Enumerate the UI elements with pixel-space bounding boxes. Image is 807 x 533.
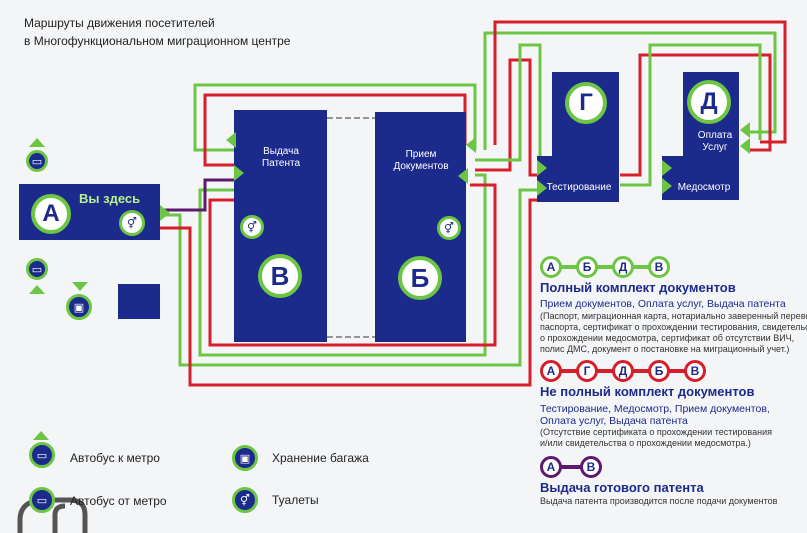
route-partial-subheading-1: Тестирование, Медосмотр, Прием документо… <box>540 403 770 415</box>
arrow-right-icon <box>662 178 672 194</box>
seq-step: А <box>540 456 562 478</box>
seq-step: В <box>580 456 602 478</box>
seq-step: А <box>540 256 562 278</box>
route-full-seq: А Б Д В <box>540 256 670 278</box>
red-route-outer <box>493 20 787 145</box>
red-route-bottom <box>160 198 540 387</box>
route-full-heading: Полный комплект документов <box>540 280 736 295</box>
green-route-d <box>620 43 762 187</box>
seq-step: Д <box>612 360 634 382</box>
arrow-left-icon <box>740 122 750 138</box>
route-ready-heading: Выдача готового патента <box>540 480 704 495</box>
green-route-top <box>193 83 477 152</box>
seq-step: Г <box>576 360 598 382</box>
letter-v-circle: Б <box>398 256 442 300</box>
letter-d-circle: Д <box>687 80 731 124</box>
route-full-subheading: Прием документов, Оплата услуг, Выдача п… <box>540 298 786 310</box>
purple-route <box>160 178 235 212</box>
bus-icon: ▭ <box>26 150 48 172</box>
route-partial-note: (Отсутствие сертификата о прохождении те… <box>540 427 772 448</box>
arrow-left-icon <box>740 138 750 154</box>
toilet-icon: ⚥ <box>119 210 145 236</box>
letter-g-circle: Г <box>565 82 607 124</box>
map-title: Маршруты движения посетителей в Многофун… <box>24 14 290 50</box>
block-d-label2: Медосмотр <box>677 182 731 193</box>
bus-icon: ▭ <box>29 487 55 513</box>
toilet-icon: ⚥ <box>437 216 461 240</box>
title-line2: в Многофункциональном миграционном центр… <box>24 34 291 48</box>
seq-step: Д <box>612 256 634 278</box>
block-d-label: Оплата Услуг <box>697 130 733 153</box>
arrow-right-icon <box>160 205 170 221</box>
railing-inner <box>52 503 66 533</box>
red-route-top <box>203 93 467 167</box>
arrow-left-icon <box>466 137 476 153</box>
block-v-label: Прием Документов <box>393 149 449 172</box>
bus-icon: ▭ <box>29 442 55 468</box>
luggage-block <box>118 284 160 319</box>
arrow-left-icon <box>458 168 468 184</box>
route-full-note: (Паспорт, миграционная карта, нотариальн… <box>540 311 807 354</box>
arrow-up-icon <box>29 138 45 147</box>
arrow-right-icon <box>537 180 547 196</box>
green-route-g <box>475 43 542 165</box>
toilet-icon: ⚥ <box>232 487 258 513</box>
route-partial-heading: Не полный комплект документов <box>540 384 755 399</box>
route-ready-seq: А В <box>540 456 602 478</box>
red-route-d <box>620 53 772 177</box>
block-b: Выдача Патента ⚥ В <box>234 110 327 342</box>
green-route-outer <box>483 31 777 150</box>
seq-step: Б <box>648 360 670 382</box>
arrow-up-icon <box>33 431 49 440</box>
route-partial-subheading-2: Оплата услуг, Выдача патента <box>540 415 688 427</box>
you-are-here-label: Вы здесь <box>79 191 141 206</box>
block-d-lower <box>662 156 739 200</box>
red-route-between <box>208 183 497 347</box>
arrow-right-icon <box>662 160 672 176</box>
letter-a-circle: А <box>31 194 71 234</box>
arrow-right-icon <box>537 160 547 176</box>
block-g-label: Тестирование <box>546 182 612 193</box>
toilet-icon: ⚥ <box>240 215 264 239</box>
bus-icon: ▭ <box>26 258 48 280</box>
seq-step: Б <box>576 256 598 278</box>
legend-luggage: Хранение багажа <box>272 451 369 465</box>
legend-toilets: Туалеты <box>272 493 319 507</box>
block-v: Прием Документов ⚥ Б <box>375 112 466 342</box>
green-route-bottom <box>160 188 540 367</box>
railing <box>17 497 88 533</box>
title-line1: Маршруты движения посетителей <box>24 16 215 30</box>
arrow-left-icon <box>226 132 236 148</box>
route-partial-seq: А Г Д Б В <box>540 360 708 382</box>
legend-bus-from-metro: Автобус от метро <box>70 494 167 508</box>
seq-step: В <box>684 360 706 382</box>
arrow-down-icon <box>72 282 88 291</box>
block-g-lower <box>537 156 619 202</box>
seq-step: В <box>648 256 670 278</box>
seq-step: А <box>540 360 562 382</box>
arrow-up-icon <box>29 285 45 294</box>
arrow-right-icon <box>234 165 244 181</box>
letter-b-circle: В <box>258 254 302 298</box>
block-b-label: Выдача Патента <box>261 146 301 169</box>
legend-bus-to-metro: Автобус к метро <box>70 451 160 465</box>
route-ready-note: Выдача патента производится после подачи… <box>540 496 778 506</box>
luggage-icon: ▣ <box>232 445 258 471</box>
luggage-icon: ▣ <box>66 294 92 320</box>
block-a: А Вы здесь ⚥ <box>19 184 160 240</box>
